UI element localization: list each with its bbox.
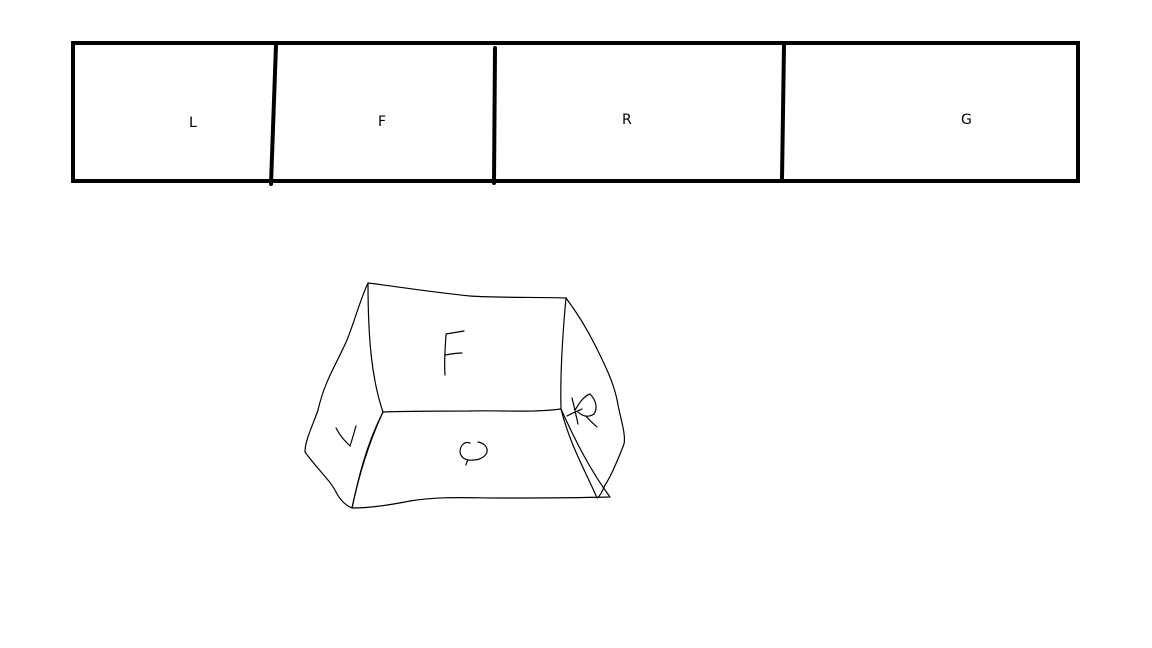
bottom-face-letter — [459, 441, 488, 466]
strip-divider-2 — [492, 46, 497, 185]
strip-cell-label-l: L — [189, 115, 197, 131]
left-face-letter — [335, 425, 357, 447]
right-face — [560, 297, 626, 499]
front-face-letter — [443, 330, 465, 376]
bottom-face — [351, 408, 611, 509]
strip-cell-label-g: G — [961, 112, 972, 128]
strip-cell-label-r: R — [622, 112, 632, 128]
net-strip: L F R G — [71, 41, 1080, 186]
right-face-letter — [566, 393, 598, 428]
strip-divider-3 — [780, 43, 786, 182]
strip-cell-label-f: F — [378, 114, 386, 130]
strip-divider-1 — [269, 43, 278, 186]
strip-outline — [71, 41, 1080, 183]
front-face — [367, 282, 567, 413]
folded-box-sketch — [304, 282, 626, 509]
left-face — [304, 282, 384, 509]
